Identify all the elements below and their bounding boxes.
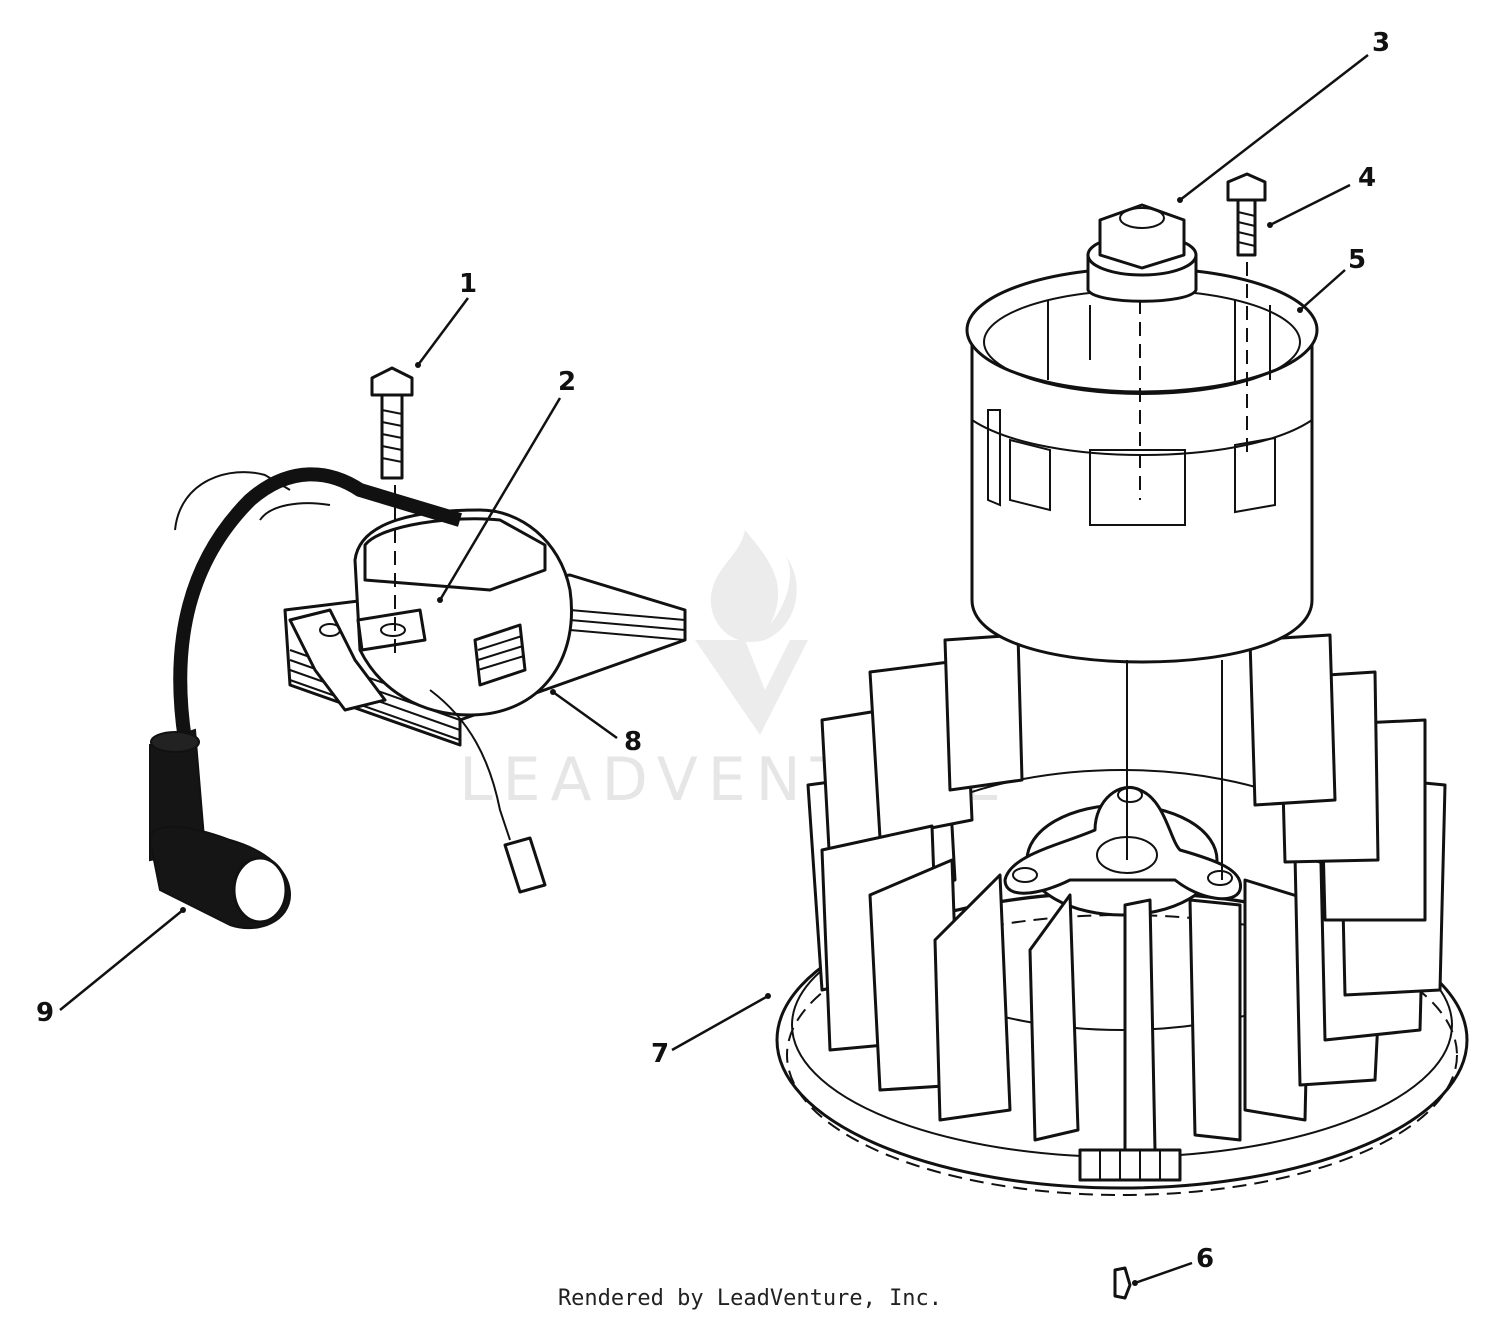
flywheel-fins [806, 633, 1447, 1162]
callout-4: 4 [1358, 163, 1376, 193]
callout-7: 7 [651, 1039, 669, 1069]
callout-3: 3 [1372, 28, 1390, 58]
callout-6: 6 [1196, 1244, 1214, 1274]
callout-9: 9 [36, 998, 54, 1028]
flywheel-key [1113, 1266, 1132, 1300]
callout-5: 5 [1348, 245, 1366, 275]
leader-lines [59, 54, 1369, 1286]
flywheel [775, 633, 1469, 1196]
watermark-v-icon [695, 640, 808, 735]
footer-credit: Rendered by LeadVenture, Inc. [557, 1286, 943, 1311]
ignition-coil [148, 467, 687, 930]
bolt-1 [370, 366, 414, 480]
callout-1: 1 [459, 269, 477, 299]
bolt-4 [1226, 172, 1267, 257]
watermark-flame-icon [710, 530, 797, 642]
callout-8: 8 [624, 727, 642, 757]
rotating-screen [965, 266, 1319, 664]
flywheel-nut [1086, 203, 1198, 303]
callout-2: 2 [558, 367, 576, 397]
